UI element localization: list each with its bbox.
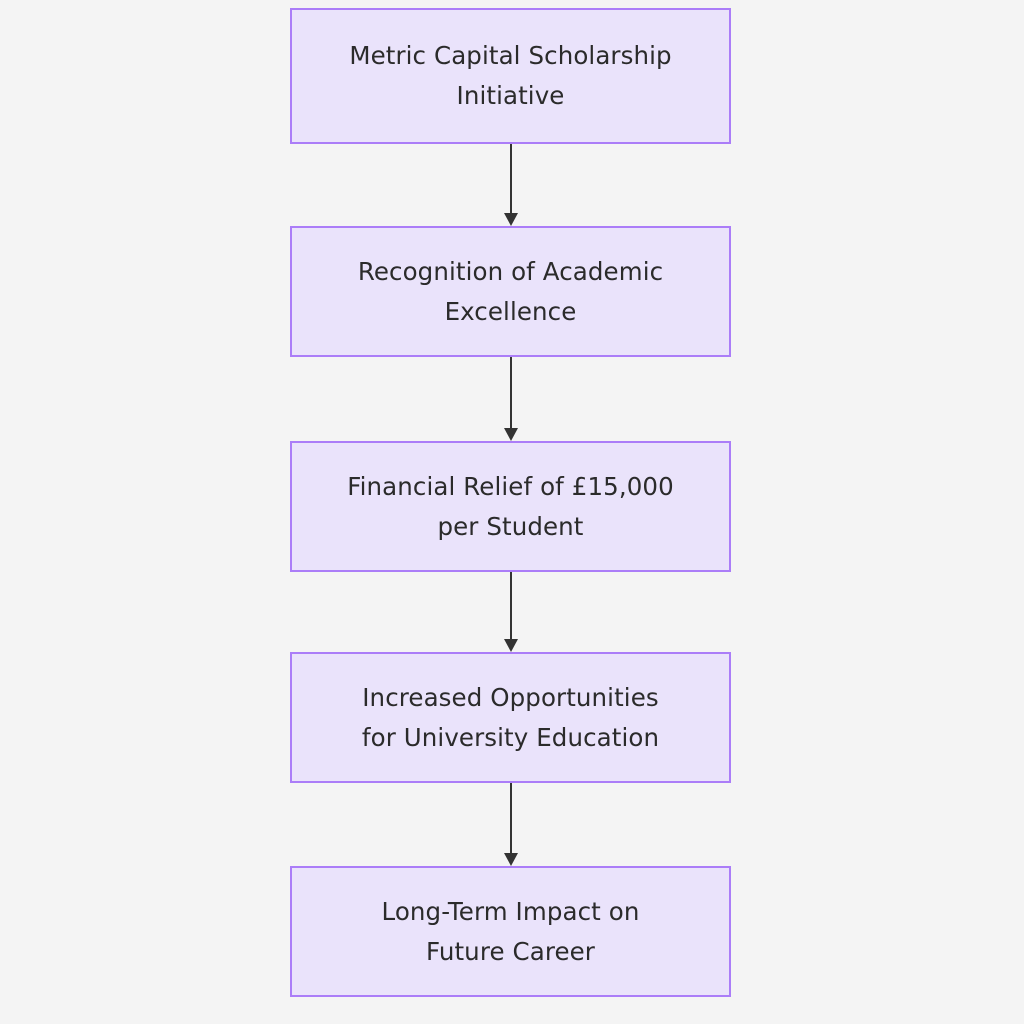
flowchart-node-label: Long-Term Impact on Future Career [381, 896, 640, 966]
flowchart-node-3[interactable]: Financial Relief of £15,000 per Student [290, 441, 731, 572]
flowchart-node-label: Increased Opportunities for University E… [361, 682, 660, 752]
edge-n3-n4 [504, 572, 518, 652]
arrowhead-icon [504, 213, 518, 226]
edge-n2-n3 [504, 357, 518, 441]
flowchart-node-4[interactable]: Increased Opportunities for University E… [290, 652, 731, 783]
arrowhead-icon [504, 428, 518, 441]
arrowhead-icon [504, 853, 518, 866]
edge-n4-n5 [504, 783, 518, 866]
flowchart-node-1[interactable]: Metric Capital Scholarship Initiative [290, 8, 731, 144]
flowchart-node-label: Financial Relief of £15,000 per Student [347, 471, 674, 541]
arrowhead-icon [504, 639, 518, 652]
flowchart-node-label: Recognition of Academic Excellence [357, 256, 664, 326]
flowchart-node-2[interactable]: Recognition of Academic Excellence [290, 226, 731, 357]
edge-n1-n2 [504, 144, 518, 226]
flowchart-node-5[interactable]: Long-Term Impact on Future Career [290, 866, 731, 997]
flowchart-node-label: Metric Capital Scholarship Initiative [349, 41, 672, 110]
